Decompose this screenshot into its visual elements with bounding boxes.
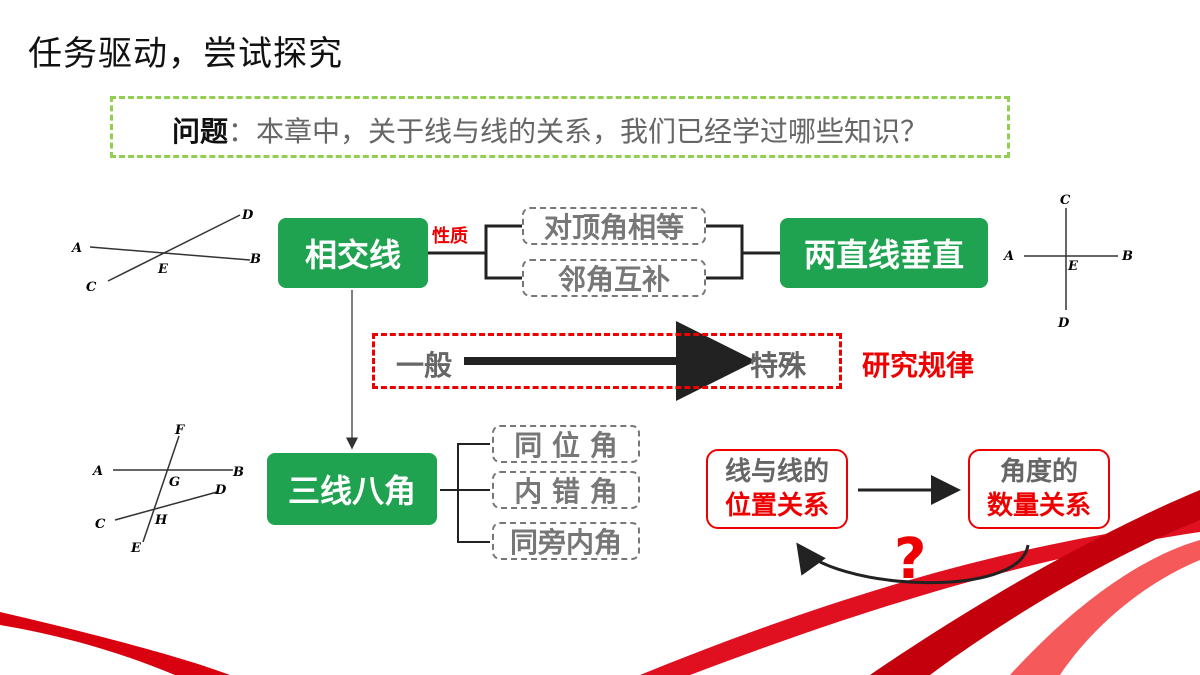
perpendicular-lines-figure: A B C D E — [1002, 193, 1133, 331]
page-title: 任务驱动，尝试探究 — [28, 34, 343, 74]
perpendicular-box: 两直线垂直 — [780, 218, 988, 288]
fig3-label-f: F — [174, 423, 185, 438]
intersecting-lines-figure: A B C D E — [70, 208, 261, 295]
question-text: 问题：本章中，关于线与线的关系，我们已经学过哪些知识？ — [172, 110, 928, 150]
fig1-label-a: A — [70, 241, 82, 256]
same-side-interior-angles: 同旁内角 — [492, 522, 640, 560]
three-lines-eight-angles-box: 三线八角 — [267, 453, 437, 525]
fig2-label-e: E — [1067, 259, 1079, 274]
general-special-box — [372, 333, 842, 389]
fig1-label-e: E — [157, 262, 169, 277]
question-mark-icon: ? — [894, 527, 927, 592]
position-line2: 位置关系 — [724, 491, 829, 521]
fig3-label-g: G — [169, 475, 180, 490]
quantity-relation-box: 角度的 数量关系 — [968, 449, 1110, 529]
fig3-label-c: C — [95, 517, 106, 532]
fig2-label-c: C — [1060, 193, 1071, 208]
property-tag: 性质 — [432, 226, 468, 247]
fig1-label-d: D — [241, 208, 254, 223]
fig2-label-d: D — [1057, 316, 1070, 331]
position-line1: 线与线的 — [724, 457, 829, 487]
question-label: 问题 — [172, 115, 229, 148]
quantity-line1: 角度的 — [999, 457, 1078, 487]
adjacent-angles-supplementary: 邻角互补 — [522, 259, 706, 297]
fig3-label-b: B — [232, 465, 244, 480]
vertical-angles-equal: 对顶角相等 — [522, 207, 706, 245]
corresponding-angles: 同 位 角 — [492, 425, 640, 463]
position-relation-box: 线与线的 位置关系 — [706, 449, 848, 529]
question-body: ：本章中，关于线与线的关系，我们已经学过哪些知识？ — [228, 115, 929, 148]
research-rule-label: 研究规律 — [862, 349, 975, 382]
special-label: 特殊 — [750, 349, 807, 382]
fig3-label-d: D — [214, 483, 227, 498]
general-label: 一般 — [396, 349, 453, 382]
fig3-label-h: H — [154, 513, 168, 528]
fig2-label-b: B — [1121, 249, 1133, 264]
fig1-label-b: B — [249, 252, 261, 267]
intersecting-lines-box: 相交线 — [278, 218, 428, 288]
three-lines-figure: A B C D E F G H — [91, 423, 244, 556]
fig3-label-a: A — [91, 464, 103, 479]
fig1-label-c: C — [86, 280, 97, 295]
question-box — [110, 96, 1010, 158]
alternate-interior-angles: 内 错 角 — [492, 471, 640, 509]
fig3-label-e: E — [130, 541, 142, 556]
fig2-label-a: A — [1002, 249, 1014, 264]
quantity-line2: 数量关系 — [986, 491, 1091, 521]
